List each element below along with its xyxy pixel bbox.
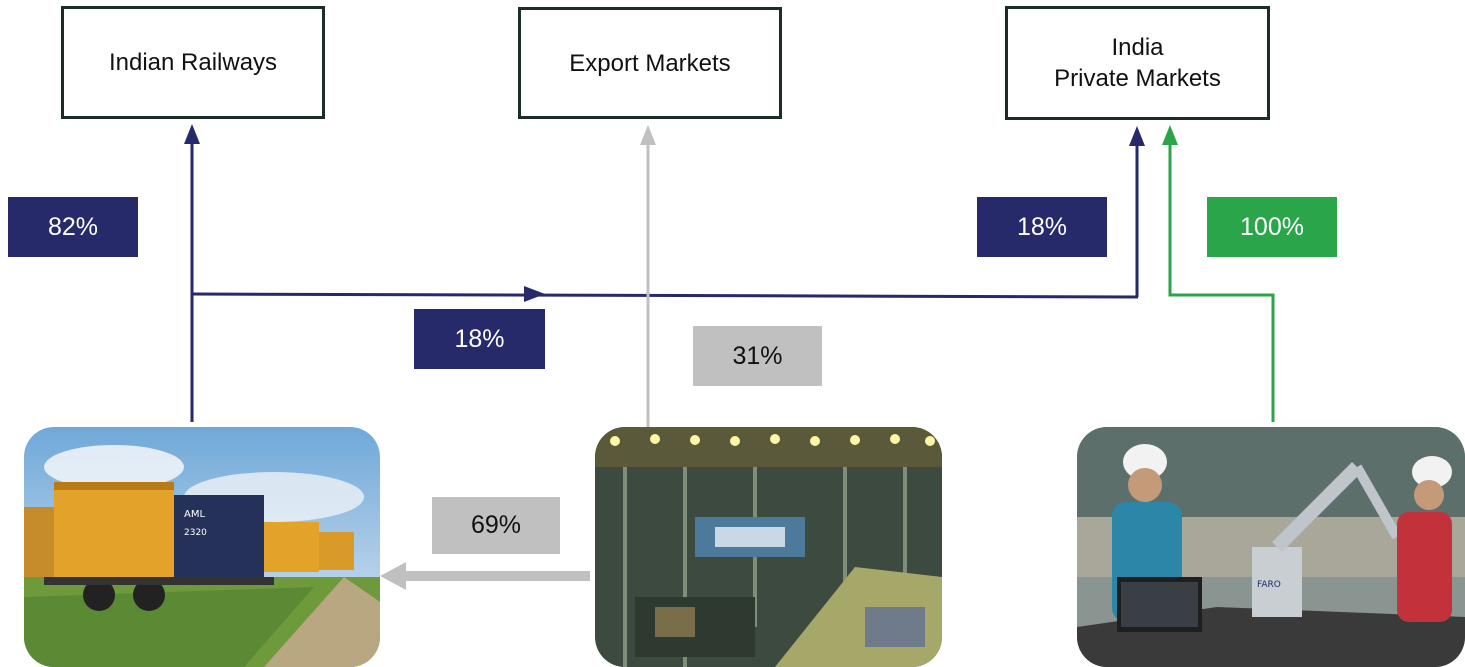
arrowhead-factory-left: [380, 562, 406, 590]
arrowhead-private-navy: [1129, 126, 1145, 146]
percent-tag-69: 69%: [432, 497, 560, 554]
export-markets-box: Export Markets: [518, 7, 782, 119]
svg-text:FARO: FARO: [1257, 580, 1281, 590]
svg-text:2320: 2320: [184, 528, 207, 538]
india-private-markets-box: India Private Markets: [1005, 6, 1270, 120]
percent-tag-82: 82%: [8, 197, 138, 257]
india-private-markets-label: India Private Markets: [1054, 34, 1221, 92]
arrow-railways-horizontal: [191, 292, 1139, 299]
svg-text:AML: AML: [184, 509, 205, 520]
percent-tag-31: 31%: [693, 326, 822, 386]
arrowhead-private-green: [1162, 125, 1178, 145]
indian-railways-label: Indian Railways: [108, 49, 278, 76]
arrow-private-green: [1168, 143, 1275, 422]
arrowhead-mid-horizontal: [524, 286, 545, 302]
railway-wagon-photo: AML 2320: [24, 427, 380, 667]
arrowhead-export: [640, 125, 656, 145]
workers-inspection-photo: FARO: [1077, 427, 1465, 667]
percent-tag-18-mid: 18%: [414, 309, 545, 369]
percent-tag-100: 100%: [1207, 197, 1337, 257]
indian-railways-box: Indian Railways: [61, 6, 325, 119]
export-markets-label: Export Markets: [569, 49, 731, 77]
factory-floor-photo: [595, 427, 942, 667]
percent-tag-18-right: 18%: [977, 197, 1107, 257]
arrowhead-railways: [184, 124, 200, 144]
